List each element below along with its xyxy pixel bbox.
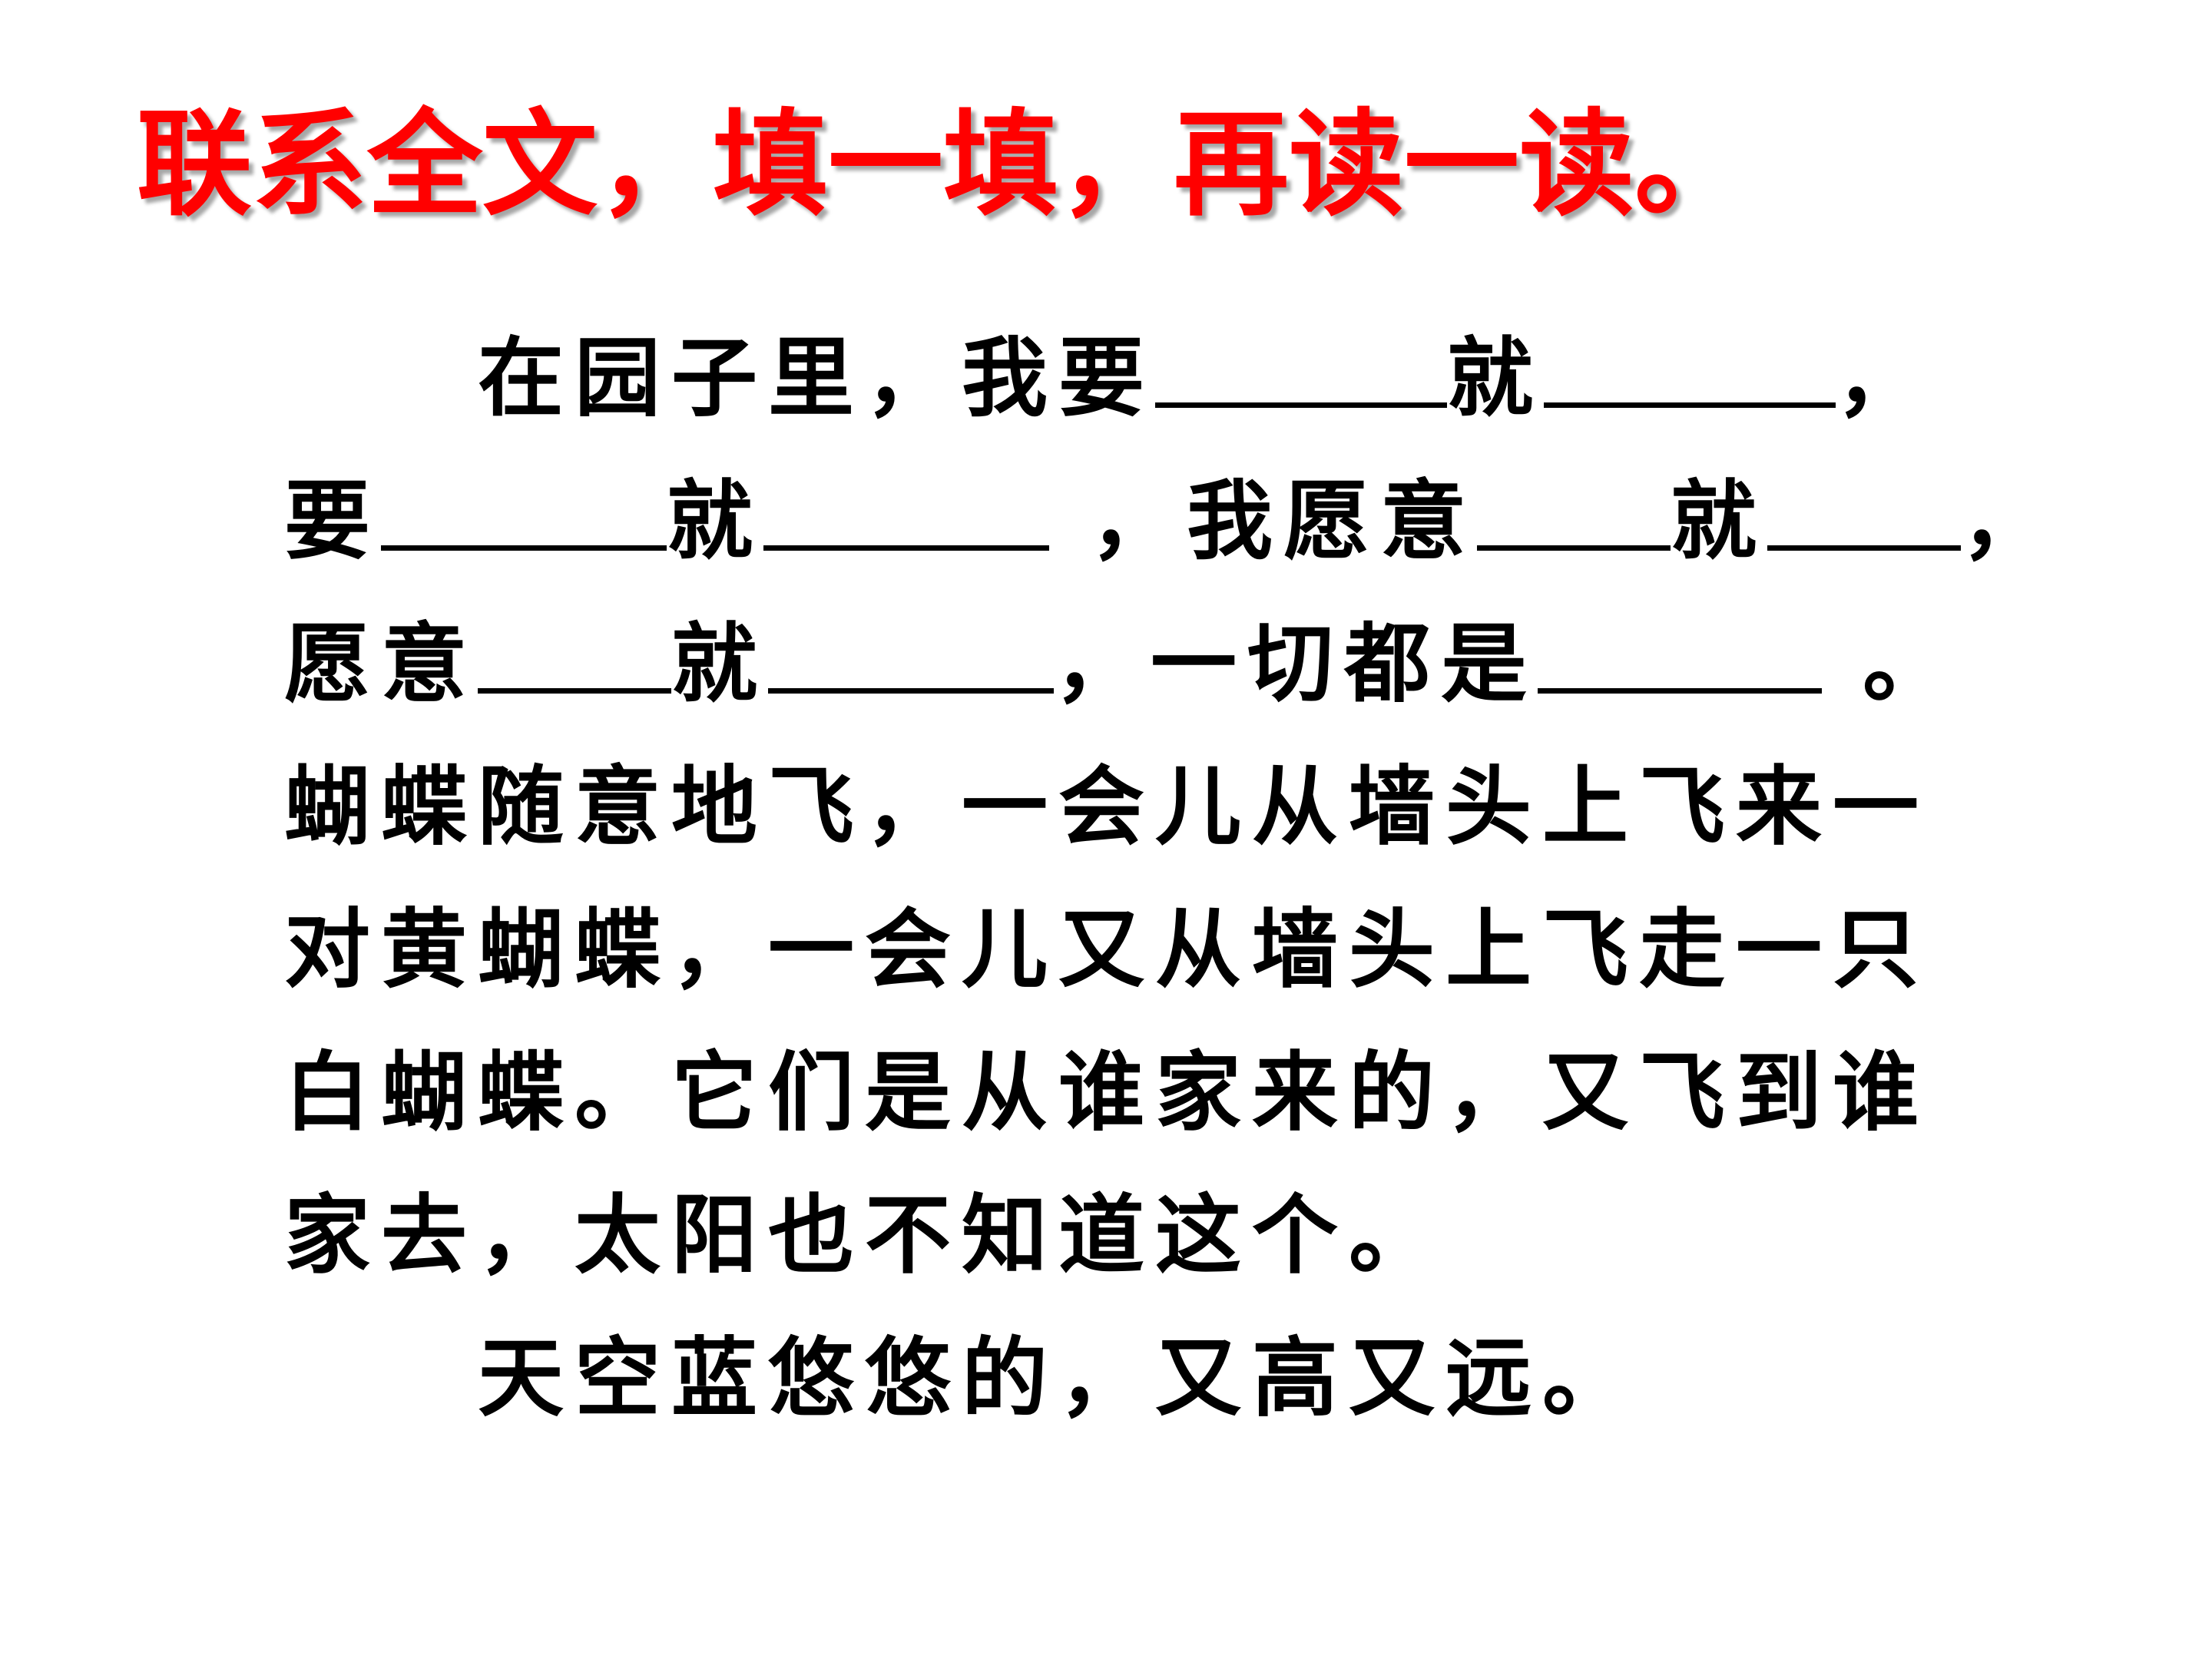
- text-segment: 要: [284, 471, 381, 571]
- fill-blank[interactable]: [381, 465, 667, 551]
- passage-line: 蝴蝶随意地飞，一会儿从墙头上飞来一: [284, 757, 1929, 857]
- text-segment: 就: [1447, 328, 1544, 429]
- slide-title: 联系全文，填一填，再读一读。: [137, 98, 1750, 232]
- text-segment: 在园子里，我要: [478, 328, 1155, 429]
- text-segment: ，我愿意: [1049, 471, 1477, 571]
- fill-blank[interactable]: [763, 465, 1049, 551]
- passage-line: 家去，太阳也不知道这个。: [284, 1185, 1445, 1286]
- text-segment: ，一切都是: [1054, 614, 1538, 714]
- closing-line: 天空蓝悠悠的，又高又远。: [478, 1328, 1639, 1429]
- text-segment: 愿意: [284, 614, 478, 714]
- text-segment: ，: [1961, 471, 2058, 571]
- fill-blank[interactable]: [1544, 323, 1836, 408]
- passage-line: 对黄蝴蝶，一会儿又从墙头上飞走一只: [284, 899, 1929, 1000]
- passage-line: 白蝴蝶。它们是从谁家来的，又飞到谁: [284, 1042, 1929, 1143]
- fill-blank[interactable]: [1155, 323, 1447, 408]
- fill-blank[interactable]: [1477, 465, 1671, 551]
- fill-blank[interactable]: [1538, 608, 1822, 694]
- fill-blank[interactable]: [1767, 465, 1961, 551]
- text-segment: 就: [667, 471, 763, 571]
- fill-line-3: 愿意 就 ，一切都是 。: [284, 593, 2097, 736]
- fill-blank[interactable]: [768, 608, 1054, 694]
- fill-line-1: 在园子里，我要 就 ，: [284, 307, 2097, 450]
- fill-blank[interactable]: [478, 608, 671, 694]
- text-segment: 。: [1822, 614, 1959, 714]
- text-segment: 就: [671, 614, 768, 714]
- passage-body: 在园子里，我要就， 要就 ，我愿意就， 愿意就，一切都是 。 蝴蝶随意地飞，一会…: [284, 307, 2097, 1450]
- fill-line-2: 要 就 ，我愿意 就 ，: [284, 450, 2097, 593]
- text-segment: 就: [1671, 471, 1767, 571]
- text-segment: ，: [1836, 328, 1932, 429]
